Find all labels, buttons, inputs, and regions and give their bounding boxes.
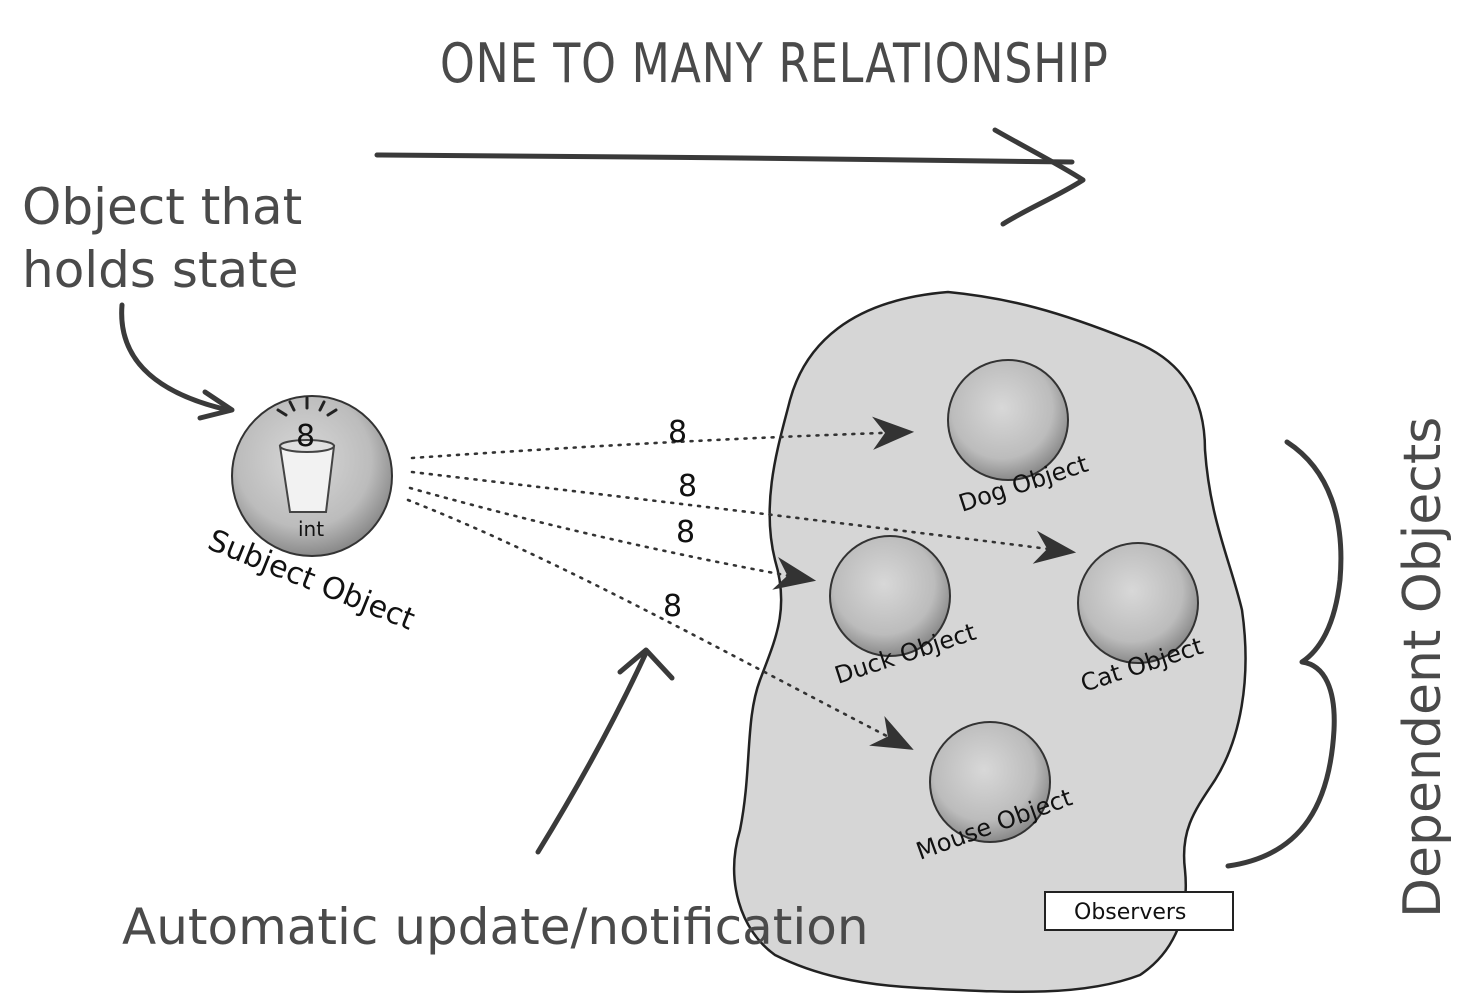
observer-cat: Cat Object bbox=[1077, 542, 1206, 698]
notify-value-duck: 8 bbox=[676, 515, 695, 550]
notify-line-mouse bbox=[406, 498, 914, 750]
diagram-title: ONE TO MANY RELATIONSHIP bbox=[440, 32, 1109, 95]
notification-annotation: Automatic update/notification bbox=[122, 898, 869, 956]
dependents-annotation: Dependent Objects bbox=[1393, 417, 1453, 918]
notify-value-cat: 8 bbox=[678, 469, 697, 504]
observers-legend: Observers bbox=[1044, 891, 1234, 931]
state-change-rays-icon bbox=[276, 396, 338, 417]
notify-line-dog bbox=[410, 416, 915, 460]
state-cup-icon bbox=[278, 439, 336, 513]
state-annotation-line1: Object that bbox=[22, 178, 302, 236]
notify-line-cat bbox=[410, 470, 1077, 564]
subject-type-label: int bbox=[298, 517, 324, 541]
subject-state-value: 8 bbox=[296, 419, 315, 454]
notify-value-dog: 8 bbox=[668, 415, 687, 450]
notification-pointer-arrow bbox=[535, 647, 675, 855]
notify-value-mouse: 8 bbox=[663, 589, 682, 624]
state-pointer-arrow bbox=[119, 302, 235, 421]
notify-line-duck bbox=[408, 486, 817, 590]
dependents-brace bbox=[1225, 439, 1344, 869]
one-to-many-arrow bbox=[374, 127, 1086, 227]
state-annotation-line2: holds state bbox=[22, 241, 299, 299]
observers-legend-label: Observers bbox=[1074, 900, 1186, 925]
notification-lines bbox=[406, 416, 1077, 750]
subject-object: 8 int Subject Object bbox=[203, 395, 420, 638]
